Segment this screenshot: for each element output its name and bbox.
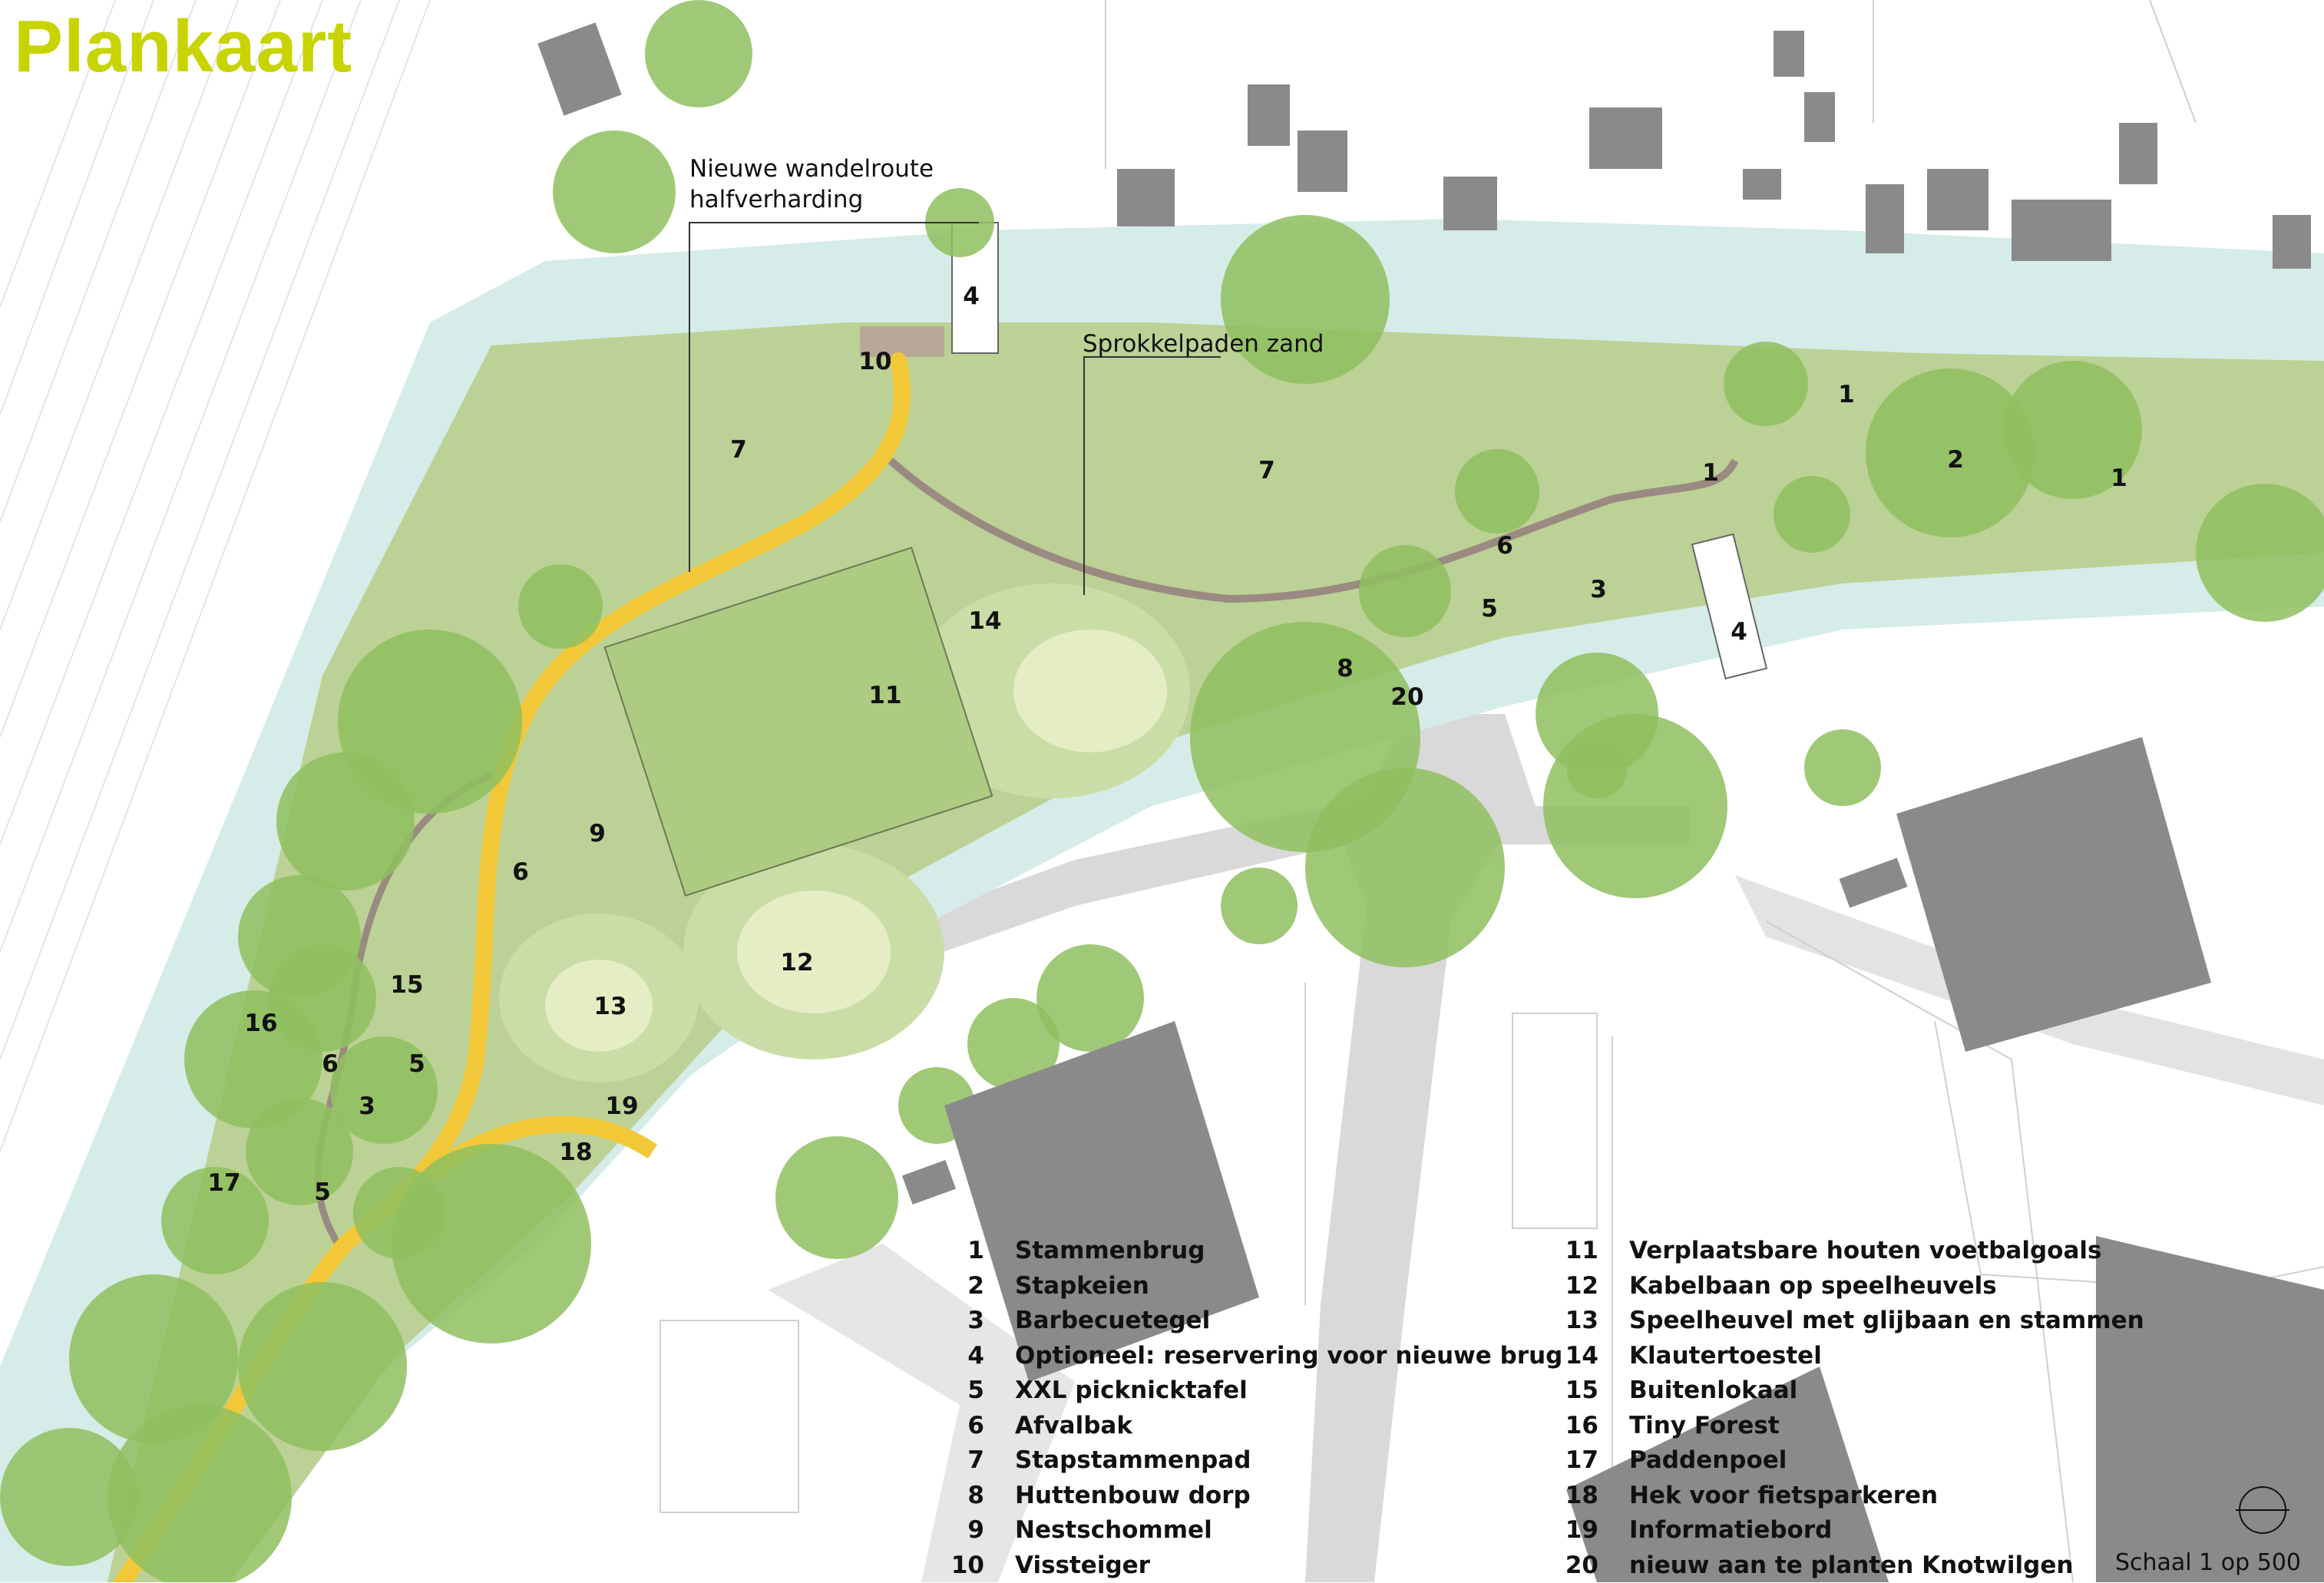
legend-number: 7 [967,1446,984,1474]
legend-number: 20 [1565,1551,1598,1579]
legend-number: 3 [967,1307,984,1334]
marker-19: 19 [605,1092,638,1120]
route-annotation: Nieuwe wandelroute halfverharding [689,154,934,215]
legend-label: Stammenbrug [1015,1237,1205,1264]
legend-label: Speelheuvel met glijbaan en stammen [1629,1307,2144,1334]
sprokkel-path [888,458,1739,603]
legend-number: 11 [1565,1237,1598,1264]
marker-5: 5 [1481,595,1498,623]
route-annotation-line1: Nieuwe wandelroute [689,155,934,183]
plot-lines [1105,0,2324,1582]
north-arrow-icon [2236,1486,2289,1534]
legend-label: Afvalbak [1015,1411,1132,1439]
legend-number: 19 [1565,1516,1598,1544]
legend-number: 16 [1565,1411,1598,1439]
marker-3: 3 [359,1092,375,1120]
legend-label: Stapstammenpad [1015,1446,1251,1474]
legend-label: Optioneel: reservering voor nieuwe brug [1015,1341,1563,1370]
scale-label: Schaal 1 op 500 [2114,1549,2301,1576]
legend-number: 10 [950,1551,984,1579]
legend-label: Stapkeien [1015,1271,1149,1300]
marker-6: 6 [322,1050,339,1078]
legend-number: 1 [967,1237,984,1264]
play-hills [499,583,1190,1082]
fishing-jetty [860,326,944,357]
legend-label: Vissteiger [1015,1551,1150,1579]
legend-label: Kabelbaan op speelheuvels [1629,1271,1997,1300]
marker-15: 15 [390,971,423,999]
marker-12: 12 [780,949,813,977]
marker-3: 3 [1590,576,1607,603]
marker-5: 5 [314,1178,331,1206]
legend-label: Hek voor fietsparkeren [1629,1481,1939,1509]
marker-4: 4 [963,283,980,310]
legend-label: Informatiebord [1629,1516,1833,1544]
marker-17: 17 [207,1169,240,1197]
legend-number: 12 [1565,1271,1598,1300]
marker-4: 4 [1731,618,1747,646]
buildings [537,22,2324,1582]
marker-7: 7 [1258,457,1275,484]
building-outlines [660,1013,1598,1513]
page-title: Plankaart [14,5,353,88]
marker-14: 14 [968,607,1001,635]
legend-number: 2 [967,1271,984,1300]
legend-number: 6 [967,1411,984,1439]
leader-lines [689,222,1221,595]
marker-2: 2 [1947,446,1964,474]
legend-number: 18 [1565,1481,1598,1509]
bridge-east [1691,533,1768,680]
marker-1: 1 [1838,381,1855,408]
marker-13: 13 [593,993,626,1020]
legend-number: 8 [967,1481,984,1509]
marker-7: 7 [730,436,747,464]
marker-20: 20 [1390,683,1423,711]
marker-6: 6 [512,858,529,886]
legend-number: 17 [1565,1446,1598,1474]
legend-label: Nestschommel [1015,1516,1212,1544]
legend-number: 15 [1565,1376,1598,1404]
marker-1: 1 [1702,459,1719,487]
marker-16: 16 [244,1010,277,1037]
marker-18: 18 [559,1139,592,1166]
legend-number: 4 [967,1341,984,1370]
legend-label: Tiny Forest [1629,1411,1780,1439]
sprokkel-annotation: Sprokkelpaden zand [1083,330,1324,358]
route-annotation-line2: halfverharding [689,186,864,213]
marker-10: 10 [858,348,891,375]
legend-label: Huttenbouw dorp [1015,1481,1251,1509]
legend-label: nieuw aan te planten Knotwilgen [1629,1551,2074,1579]
marker-6: 6 [1496,532,1513,560]
marker-9: 9 [589,820,606,848]
legend-label: Buitenlokaal [1629,1376,1798,1404]
football-field [603,547,993,897]
legend-label: Paddenpoel [1629,1446,1787,1474]
marker-8: 8 [1337,655,1354,682]
legend-number: 14 [1565,1341,1598,1370]
legend-label: Verplaatsbare houten voetbalgoals [1629,1237,2102,1264]
railway-lines [0,0,431,1152]
legend-label: Klautertoestel [1629,1341,1822,1370]
legend-label: XXL picknicktafel [1015,1376,1248,1404]
legend-number: 5 [967,1376,984,1404]
marker-5: 5 [408,1050,425,1078]
legend-number: 13 [1565,1307,1598,1334]
legend-label: Barbecuetegel [1015,1307,1211,1334]
legend-number: 9 [967,1516,984,1544]
marker-11: 11 [868,682,901,709]
marker-1: 1 [2111,464,2127,492]
